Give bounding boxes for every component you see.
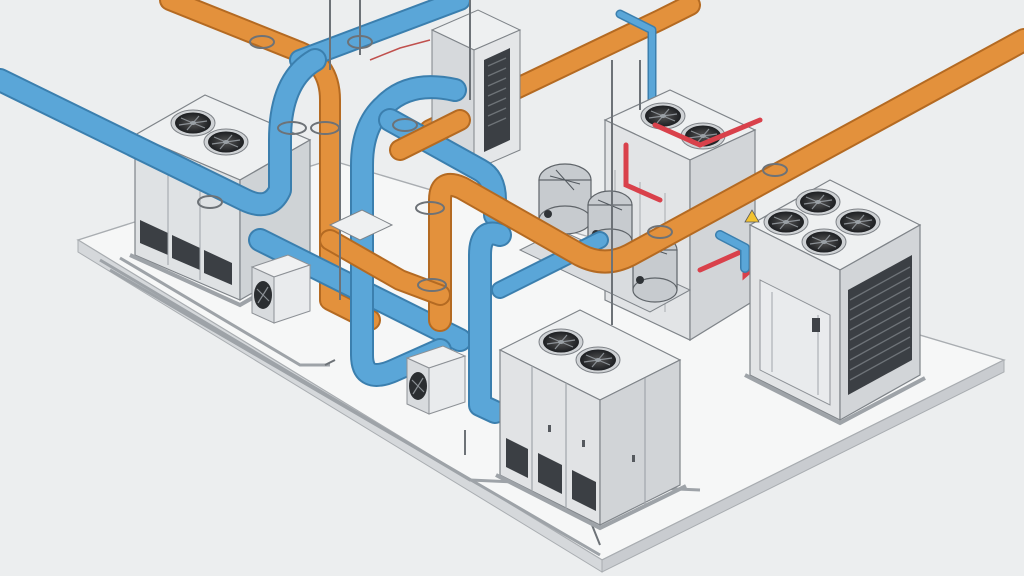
air-cooled-chiller-right bbox=[744, 179, 926, 426]
fan-icon bbox=[801, 228, 847, 256]
rooftop-unit-front bbox=[495, 309, 687, 531]
warning-label bbox=[744, 209, 760, 223]
fan-icon bbox=[763, 208, 809, 236]
condenser-fan-box-left bbox=[251, 254, 311, 324]
fan-icon bbox=[575, 346, 621, 374]
fan-icon bbox=[835, 208, 881, 236]
fan-icon bbox=[203, 128, 249, 156]
fan-icon bbox=[406, 345, 466, 415]
fan-icon bbox=[538, 328, 584, 356]
fan-icon bbox=[795, 188, 841, 216]
pipe-floor-plate bbox=[328, 209, 394, 241]
pipe-supports bbox=[197, 0, 788, 546]
fan-icon bbox=[251, 254, 311, 324]
chilled-water-pipe-back bbox=[289, 0, 657, 140]
fan-icon bbox=[640, 102, 686, 130]
fan-icon bbox=[170, 109, 216, 137]
control-wiring bbox=[369, 39, 431, 61]
condenser-fan-box-center bbox=[406, 345, 466, 415]
hot-water-pipe-main bbox=[319, 28, 1024, 332]
